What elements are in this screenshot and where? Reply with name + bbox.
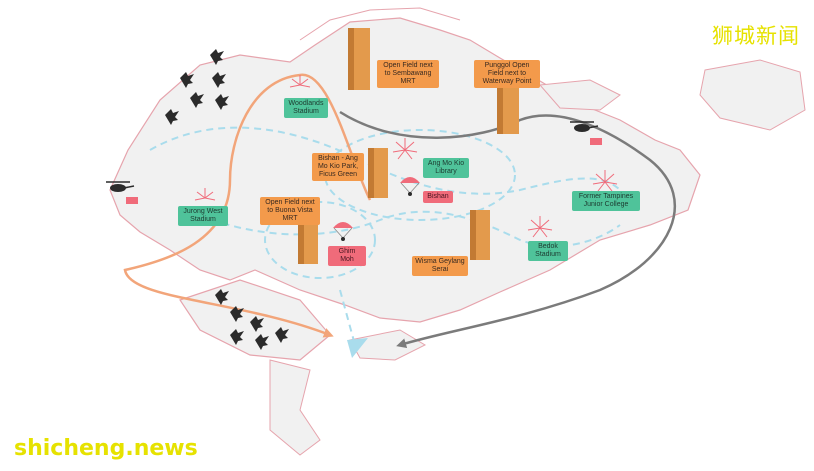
building-icon <box>470 210 490 260</box>
southern-island <box>269 359 321 456</box>
sentosa-island <box>349 329 427 361</box>
label-bishan-park: Bishan - Ang Mo Kio Park, Ficus Green <box>312 153 364 181</box>
orange-flight-route <box>123 73 334 338</box>
fireworks-icon <box>194 188 216 201</box>
fighter-jet-icon <box>165 109 179 125</box>
blue-arrowhead <box>347 338 368 358</box>
fighter-jet-icon <box>250 316 264 332</box>
fighter-jet-icon <box>180 72 194 88</box>
fighter-jet-icon <box>255 334 269 350</box>
building-icon <box>497 82 519 134</box>
fighter-jet-icon <box>190 92 204 108</box>
label-ghim-moh: Ghim Moh <box>328 246 366 266</box>
fighter-jet-icon <box>215 94 229 110</box>
helicopter-icon <box>570 121 599 132</box>
pulau-ubin <box>538 79 621 111</box>
watermark-chinese: 狮城新闻 <box>712 24 800 48</box>
fighter-jet-icon <box>210 49 224 65</box>
fighter-jets-south <box>215 289 289 350</box>
parachutist-icon <box>333 222 353 241</box>
orange-flight-route-north <box>299 73 372 201</box>
label-jurong: Jurong West Stadium <box>178 206 228 226</box>
fighter-jet-icon <box>215 289 229 305</box>
helicopter-icon <box>106 181 135 192</box>
fighter-jet-icon <box>230 329 244 345</box>
label-bedok: Bedok Stadium <box>528 241 568 261</box>
grey-flight-route <box>339 110 677 349</box>
watermark-site: shicheng.news <box>14 436 198 461</box>
building-icon <box>298 216 318 264</box>
fireworks-icon <box>392 138 418 160</box>
fighter-jet-icon <box>230 306 244 322</box>
building-icon <box>368 148 388 198</box>
label-sembawang: Open Field next to Sembawang MRT <box>377 60 439 88</box>
parachutist-icon <box>400 177 420 196</box>
label-amk-library: Ang Mo Kio Library <box>423 158 469 178</box>
fighter-jet-icon <box>212 72 226 88</box>
fireworks-icon <box>289 75 311 88</box>
label-bishan: Bishan <box>423 191 453 203</box>
label-punggol: Punggol Open Field next to Waterway Poin… <box>474 60 540 88</box>
label-geylang: Wisma Geylang Serai <box>412 256 468 276</box>
label-buona-vista: Open Field next to Buona Vista MRT <box>260 197 320 225</box>
label-tampines: Former Tampines Junior College <box>572 191 640 211</box>
building-icon <box>348 28 370 90</box>
flag-icon <box>590 138 602 145</box>
fireworks-icon <box>592 170 618 192</box>
flag-icon <box>126 197 138 204</box>
johor-coast <box>299 7 461 41</box>
pulau-tekong <box>699 59 806 131</box>
fighter-jet-icon <box>275 327 289 343</box>
label-woodlands: Woodlands Stadium <box>284 98 328 118</box>
fireworks-icon <box>527 216 553 238</box>
fighter-jets-north <box>165 49 229 125</box>
